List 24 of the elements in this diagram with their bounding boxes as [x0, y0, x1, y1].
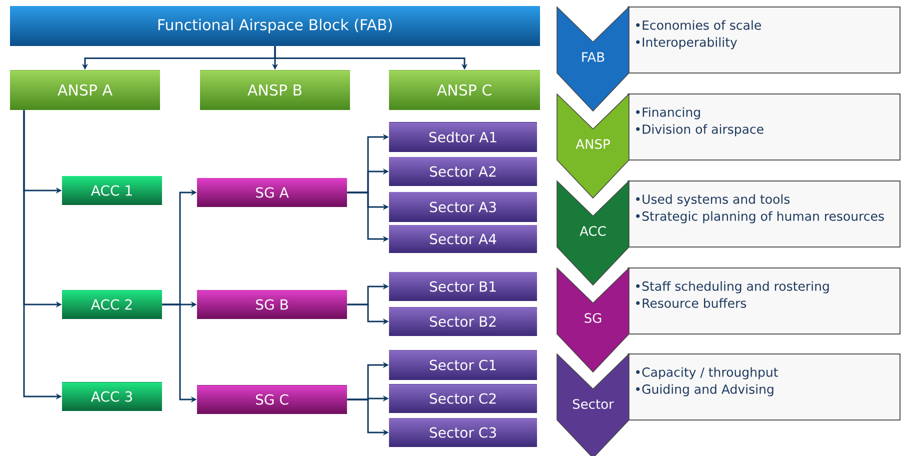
sector-box: Sector C1 — [389, 350, 537, 380]
block-box: Functional Airspace Block (FAB) — [10, 6, 540, 46]
control-centre-box: ACC 3 — [62, 382, 162, 411]
sector-box: Sector A4 — [389, 225, 537, 253]
text-panel: •Capacity / throughput •Guiding and Advising — [628, 354, 900, 420]
sector-box: Sector C3 — [389, 418, 537, 447]
text-panel: •Staff scheduling and rostering •Resource buffers — [628, 268, 900, 334]
ansp-box: ANSP B — [200, 70, 350, 110]
ansp-box: ANSP A — [10, 70, 160, 110]
ansp-box: ANSP C — [389, 70, 540, 110]
text-panel: •Economies of scale •Interoperability — [628, 6, 900, 74]
control-centre-box: ACC 1 — [62, 176, 162, 205]
sector-box: Sector B2 — [389, 307, 537, 336]
sector-group-box: SG A — [197, 178, 347, 207]
control-centre-box: ACC 2 — [62, 290, 162, 319]
sector-box: Sector A2 — [389, 157, 537, 186]
sector-box: Sector A3 — [389, 192, 537, 222]
sector-group-box: SG B — [197, 290, 347, 319]
sector-box: Sector B1 — [389, 272, 537, 301]
text-panel: •Used systems and tools •Strategic planning of human resources — [628, 180, 900, 248]
text-panel: •Financing •Division of airspace — [628, 94, 900, 160]
sector-group-box: SG C — [197, 385, 347, 414]
sector-box: Sector C2 — [389, 384, 537, 413]
sector-box: Sedtor A1 — [389, 122, 537, 152]
